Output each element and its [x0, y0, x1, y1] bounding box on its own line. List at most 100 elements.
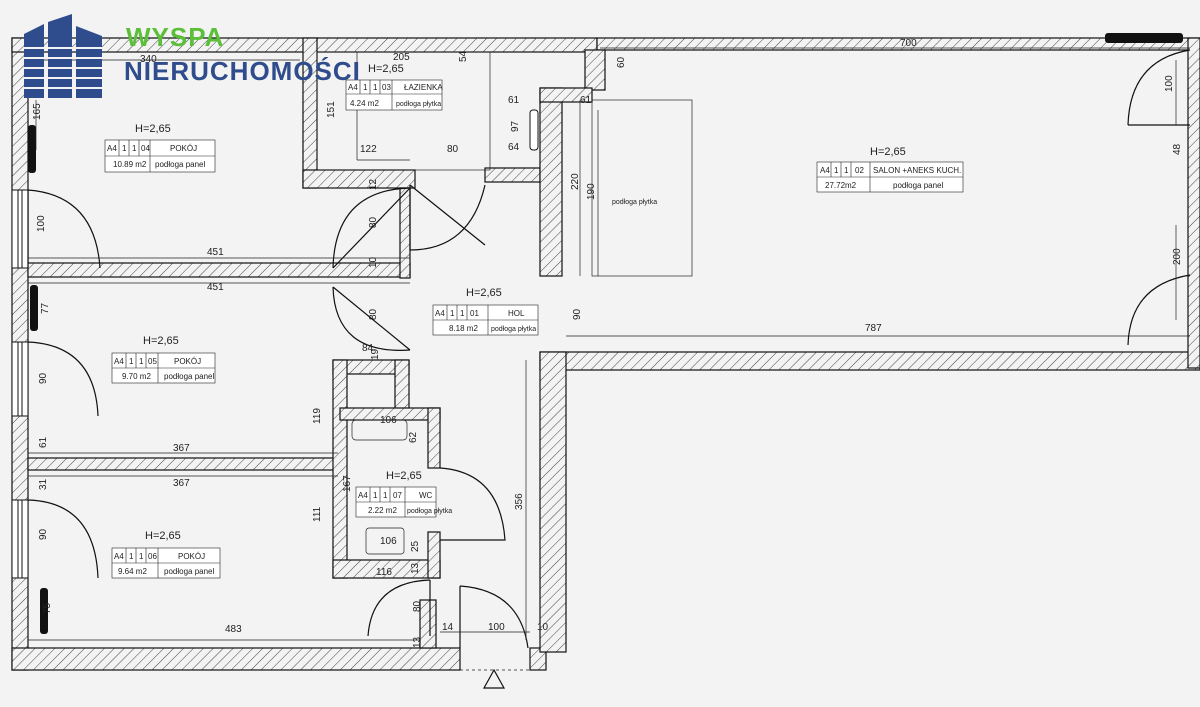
svg-text:111: 111: [312, 506, 323, 522]
room-02-height: H=2,65: [870, 146, 906, 158]
svg-text:A4: A4: [114, 552, 124, 561]
svg-text:205: 205: [393, 52, 410, 63]
room-03-name: ŁAZIENKA: [404, 83, 443, 92]
room-06-name: POKÓJ: [178, 552, 205, 561]
svg-text:25: 25: [410, 540, 421, 552]
svg-text:75: 75: [42, 602, 53, 614]
svg-text:90: 90: [572, 308, 583, 320]
svg-text:10: 10: [537, 622, 549, 633]
svg-text:1: 1: [373, 491, 378, 500]
svg-text:14: 14: [442, 622, 454, 633]
windows: [11, 189, 29, 579]
svg-text:119: 119: [312, 408, 323, 424]
svg-text:80: 80: [368, 216, 379, 228]
svg-text:1: 1: [122, 144, 127, 153]
room-labels: H=2,65 A4 1 1 04 POKÓJ 10.89 m2 podłoga …: [107, 63, 961, 576]
svg-text:31: 31: [38, 478, 49, 490]
svg-text:61: 61: [38, 436, 49, 448]
svg-text:04: 04: [141, 144, 150, 153]
svg-text:367: 367: [173, 443, 190, 454]
svg-text:60: 60: [616, 56, 627, 68]
svg-text:367: 367: [173, 478, 190, 489]
svg-text:54: 54: [458, 50, 469, 62]
room-05-height: H=2,65: [143, 335, 179, 347]
room-tables: [104, 79, 964, 579]
svg-text:19: 19: [370, 348, 381, 360]
svg-text:80: 80: [412, 600, 423, 612]
svg-text:61: 61: [580, 95, 592, 106]
room-02-floor: podłoga panel: [893, 181, 943, 190]
svg-text:165: 165: [32, 103, 43, 120]
svg-text:80: 80: [447, 144, 459, 155]
svg-text:451: 451: [207, 282, 224, 293]
svg-text:200: 200: [1172, 248, 1183, 265]
room-07-name: WC: [419, 491, 433, 500]
room-04-name: POKÓJ: [170, 144, 197, 153]
room-01-floor: podłoga płytka: [491, 326, 536, 333]
room-01-name: HOL: [508, 309, 525, 318]
svg-text:90: 90: [38, 372, 49, 384]
room-03-area: 4.24 m2: [350, 99, 379, 108]
svg-text:1: 1: [834, 166, 839, 175]
svg-text:1: 1: [139, 357, 144, 366]
dimension-lines: [28, 47, 1190, 671]
logo-line1: WYSPA: [126, 22, 225, 52]
room-03-height: H=2,65: [368, 63, 404, 75]
svg-text:787: 787: [865, 323, 882, 334]
svg-text:77: 77: [40, 302, 51, 314]
svg-text:90: 90: [38, 528, 49, 540]
svg-text:1: 1: [129, 357, 134, 366]
room-01-area: 8.18 m2: [449, 324, 478, 333]
logo: WYSPA NIERUCHOMOŚCI: [22, 14, 402, 104]
svg-text:97: 97: [510, 120, 521, 132]
svg-text:190: 190: [586, 183, 597, 200]
building-icon: [24, 14, 102, 98]
svg-text:A4: A4: [820, 166, 830, 175]
room-06-height: H=2,65: [145, 530, 181, 542]
svg-text:1: 1: [132, 144, 137, 153]
svg-text:1: 1: [139, 552, 144, 561]
svg-text:13: 13: [412, 636, 423, 648]
svg-text:A4: A4: [358, 491, 368, 500]
svg-text:A4: A4: [348, 83, 358, 92]
svg-text:1: 1: [383, 491, 388, 500]
svg-text:1: 1: [363, 83, 368, 92]
svg-text:167: 167: [342, 475, 353, 492]
svg-text:62: 62: [408, 431, 419, 443]
svg-text:100: 100: [488, 622, 505, 633]
room-04-height: H=2,65: [135, 123, 171, 135]
svg-text:61: 61: [508, 95, 520, 106]
room-03-floor: podłoga płytka: [396, 101, 441, 108]
svg-text:10: 10: [368, 256, 379, 268]
room-01-height: H=2,65: [466, 287, 502, 299]
room-02-name: SALON +ANEKS KUCH.: [873, 166, 961, 175]
svg-text:64: 64: [508, 142, 520, 153]
room-07-height: H=2,65: [386, 470, 422, 482]
svg-text:A4: A4: [114, 357, 124, 366]
svg-text:1: 1: [450, 309, 455, 318]
logo-line2: NIERUCHOMOŚCI: [124, 56, 361, 86]
svg-text:100: 100: [36, 215, 47, 232]
svg-text:106: 106: [380, 536, 397, 547]
svg-text:122: 122: [360, 144, 377, 155]
svg-text:07: 07: [393, 491, 402, 500]
room-05-floor: podłoga panel: [164, 372, 214, 381]
svg-text:151: 151: [326, 101, 337, 118]
svg-text:220: 220: [570, 173, 581, 190]
svg-text:06: 06: [148, 552, 157, 561]
svg-text:451: 451: [207, 247, 224, 258]
room-06-floor: podłoga panel: [164, 567, 214, 576]
svg-text:12: 12: [368, 178, 379, 190]
svg-text:1: 1: [373, 83, 378, 92]
doors: [27, 49, 1191, 649]
room-06-area: 9.64 m2: [118, 567, 147, 576]
dimension-labels: 340 700 205 54 60 61 61 165 151 97 122 8…: [32, 38, 1183, 648]
svg-text:340: 340: [140, 54, 157, 65]
room-07-area: 2.22 m2: [368, 506, 397, 515]
room-04-area: 10.89 m2: [113, 160, 147, 169]
radiators: [28, 33, 1183, 634]
svg-text:483: 483: [225, 624, 242, 635]
svg-text:106: 106: [380, 415, 397, 426]
svg-text:700: 700: [900, 38, 917, 49]
